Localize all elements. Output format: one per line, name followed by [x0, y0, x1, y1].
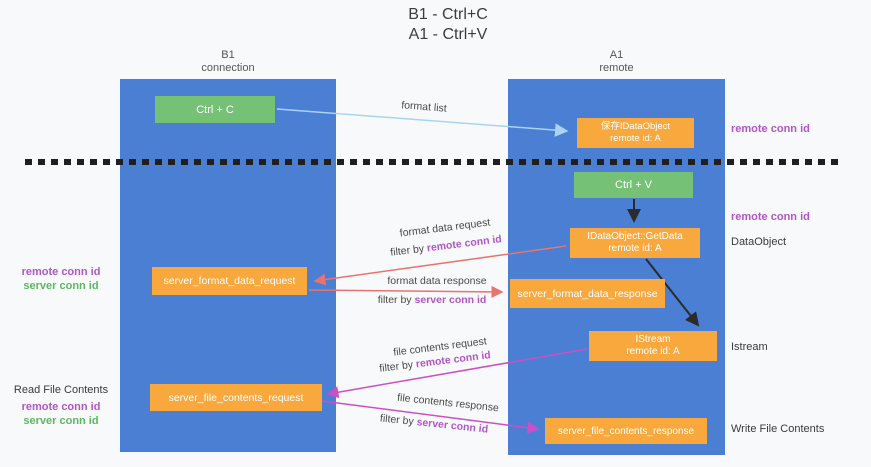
right-remote-conn-id-mid: remote conn id: [731, 211, 810, 223]
save-idataobject-line1: 保存IDataObject: [600, 121, 671, 132]
format-data-request-arrow: [313, 245, 567, 286]
boundary-dashed-line: [25, 159, 841, 165]
server-conn-id-text-1: server conn id: [414, 294, 487, 306]
server-file-contents-request-node: server_file_contents_request: [150, 384, 322, 411]
b1-column-header: B1 connection: [120, 49, 336, 75]
save-idataobject-node: 保存IDataObject remote id: A: [577, 118, 694, 148]
ctrl-c-label: Ctrl + C: [196, 103, 234, 116]
istream-line1: IStream: [635, 333, 671, 345]
server-format-data-request-label: server_format_data_request: [163, 275, 296, 287]
right-istream-label: Istream: [731, 341, 768, 353]
save-idataobject-line2: remote id: A: [610, 133, 661, 144]
server-file-contents-response-node: server_file_contents_response: [545, 418, 707, 444]
getdata-to-istream-arrow: [645, 258, 700, 327]
server-format-data-response-node: server_format_data_response: [510, 279, 665, 308]
left-read-file-group: Read File Contents remote conn id server…: [5, 383, 117, 428]
format-list-arrow: [276, 108, 569, 137]
left-remote-conn-id-bottom: remote conn id: [21, 401, 101, 413]
a1-subtitle: remote: [599, 62, 634, 74]
left-remote-conn-id-top: remote conn id: [21, 266, 101, 278]
server-format-data-request-node: server_format_data_request: [152, 267, 307, 295]
right-remote-conn-id-top: remote conn id: [731, 123, 810, 135]
right-write-file-contents-label: Write File Contents: [731, 423, 825, 435]
filter-by-text-2: filter by: [377, 294, 412, 306]
title-line-b1: B1 - Ctrl+C: [408, 6, 488, 23]
ctrl-v-node: Ctrl + V: [574, 172, 693, 198]
ctrl-v-label: Ctrl + V: [615, 179, 652, 191]
ctrl-c-node: Ctrl + C: [155, 96, 275, 123]
server-format-data-response-label: server_format_data_response: [517, 287, 658, 300]
right-dataobject-label: DataObject: [731, 236, 787, 248]
getdata-node: IDataObject::GetData remote id: A: [570, 228, 700, 258]
a1-name: A1: [609, 49, 624, 61]
file-contents-response-arrow: [321, 400, 540, 434]
left-server-conn-id-bottom: server conn id: [23, 415, 99, 427]
server-file-contents-response-label: server_file_contents_response: [557, 425, 695, 437]
a1-column-header: A1 remote: [508, 49, 725, 75]
file-contents-request-arrow: [326, 348, 588, 399]
istream-node: IStream remote id: A: [589, 331, 717, 361]
diagram-title: B1 - Ctrl+C A1 - Ctrl+V: [348, 5, 548, 45]
left-server-conn-id-top: server conn id: [23, 280, 99, 292]
getdata-line1: IDataObject::GetData: [587, 230, 683, 242]
b1-subtitle: connection: [201, 62, 255, 74]
title-line-a1: A1 - Ctrl+V: [408, 26, 488, 43]
getdata-line2: remote id: A: [608, 243, 662, 254]
left-read-file-contents-label: Read File Contents: [13, 384, 109, 396]
b1-name: B1: [221, 49, 235, 61]
format-data-response-arrow: [308, 285, 504, 298]
server-file-contents-request-label: server_file_contents_request: [168, 391, 304, 404]
istream-line2: remote id: A: [626, 346, 680, 357]
left-conn-id-group-top: remote conn id server conn id: [5, 265, 117, 293]
format-data-response-label: format data response: [387, 275, 487, 287]
